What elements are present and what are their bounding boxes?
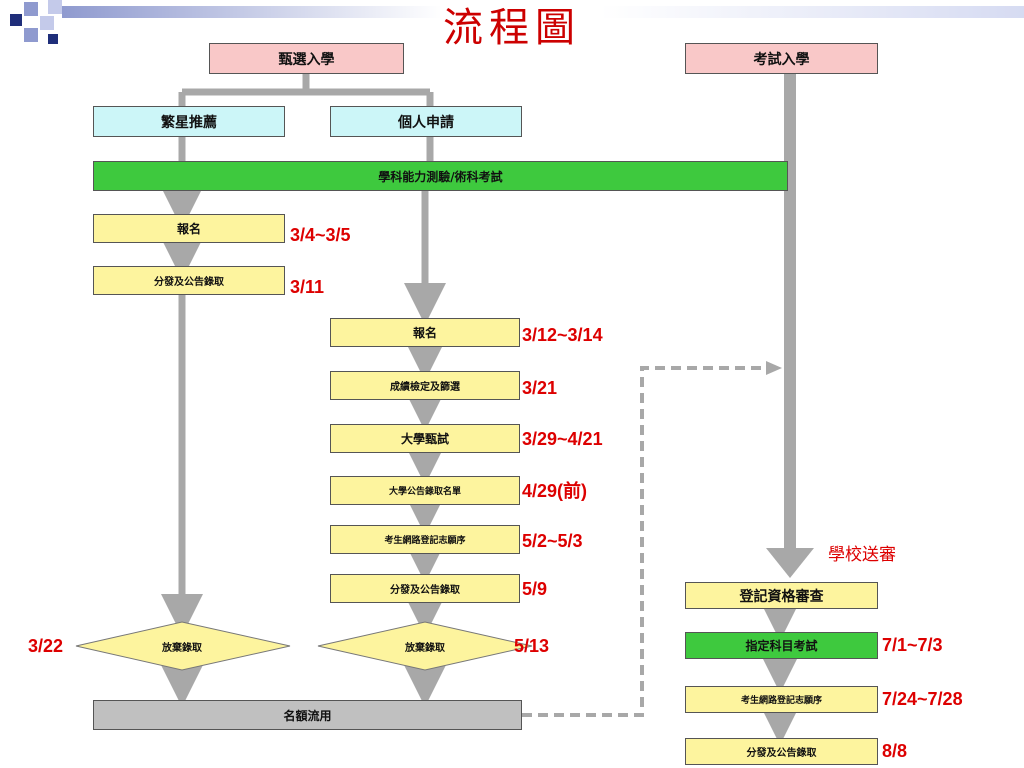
interview-box: 大學甄試 <box>330 424 520 453</box>
exam-placement-date: 8/8 <box>882 741 908 761</box>
exam-placement-box: 分發及公告錄取 <box>685 738 878 765</box>
personal-waive-date: 5/13 <box>514 636 550 656</box>
corner-decoration <box>10 0 1024 44</box>
personal-online-reg-date: 5/2~5/3 <box>522 531 583 551</box>
interview-date: 3/29~4/21 <box>522 429 603 449</box>
eligibility-box: 登記資格審查 <box>685 582 878 609</box>
exam-admission-box: 考試入學 <box>685 43 878 74</box>
deco-square-dark <box>48 34 58 44</box>
screening-box: 成績檢定及篩選 <box>330 371 520 400</box>
star-recommendation-box: 繁星推薦 <box>93 106 285 137</box>
waive-diamond-personal <box>317 621 533 671</box>
deco-square-light <box>24 2 38 16</box>
designated-exam-date: 7/1~7/3 <box>882 635 943 655</box>
star-register-box: 報名 <box>93 214 285 243</box>
selection-admission-box: 甄選入學 <box>209 43 404 74</box>
star-waive-date: 3/22 <box>28 636 64 656</box>
announce-box: 大學公告錄取名單 <box>330 476 520 505</box>
quota-transfer-bar: 名額流用 <box>93 700 522 730</box>
deco-square-pale <box>48 0 62 14</box>
arrow-head <box>766 548 814 578</box>
screening-date: 3/21 <box>522 378 558 398</box>
quota-transfer-path <box>522 366 768 717</box>
exam-online-reg-date: 7/24~7/28 <box>882 689 963 709</box>
announce-date: 4/29(前) <box>522 481 588 501</box>
designated-exam-box: 指定科目考試 <box>685 632 878 659</box>
personal-placement-box: 分發及公告錄取 <box>330 574 520 603</box>
exam-online-reg-box: 考生網路登記志願序 <box>685 686 878 713</box>
page-title: 流程圖 <box>443 5 581 51</box>
deco-bar <box>62 6 442 18</box>
personal-application-box: 個人申請 <box>330 106 522 137</box>
deco-square-dark <box>10 14 22 26</box>
star-register-date: 3/4~3/5 <box>290 225 351 245</box>
deco-bar <box>600 6 1024 18</box>
star-placement-box: 分發及公告錄取 <box>93 266 285 295</box>
personal-online-reg-box: 考生網路登記志願序 <box>330 525 520 554</box>
personal-register-date: 3/12~3/14 <box>522 325 603 345</box>
star-waive-label: 放棄錄取 <box>162 643 202 654</box>
waive-diamond-star <box>75 621 291 671</box>
personal-placement-date: 5/9 <box>522 579 548 599</box>
star-placement-date: 3/11 <box>290 277 325 297</box>
gsat-bar: 學科能力測驗/術科考試 <box>93 161 788 191</box>
arrow-head <box>766 361 782 375</box>
personal-waive-label: 放棄錄取 <box>405 643 445 654</box>
personal-register-box: 報名 <box>330 318 520 347</box>
school-review-note: 學校送審 <box>828 545 896 565</box>
deco-square-light <box>24 28 38 42</box>
deco-square-pale <box>40 16 54 30</box>
